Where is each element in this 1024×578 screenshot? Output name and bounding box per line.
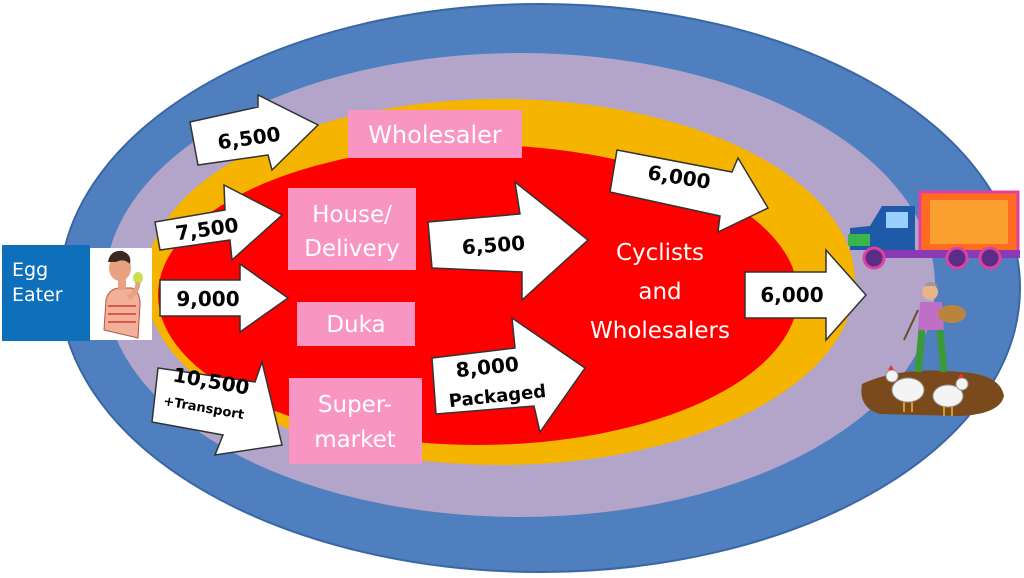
house-delivery-box: House/ Delivery bbox=[288, 188, 416, 270]
center-label: Cyclists and Wholesalers bbox=[590, 240, 730, 344]
egg-eater-label: Egg Eater bbox=[12, 259, 63, 306]
arrow-super-to-center: 8,000 Packaged bbox=[431, 316, 587, 434]
supermarket-line1: Super- bbox=[318, 392, 392, 418]
arrow-to-duka: 9,000 bbox=[159, 262, 290, 334]
center-line3: Wholesalers bbox=[590, 318, 730, 344]
center-line2: and bbox=[638, 279, 681, 305]
house-delivery-line1: House/ bbox=[312, 202, 392, 228]
supermarket-box: Super- market bbox=[289, 378, 422, 464]
arrow-center-to-farm-label: 6,000 bbox=[760, 283, 823, 307]
arrow-to-duka-label: 9,000 bbox=[176, 287, 239, 311]
center-line1: Cyclists bbox=[616, 240, 704, 266]
truck-icon bbox=[848, 190, 1020, 270]
house-delivery-line2: Delivery bbox=[304, 236, 399, 262]
farmer-chickens-icon bbox=[861, 282, 1004, 416]
arrow-house-to-center-label: 6,500 bbox=[461, 231, 526, 259]
arrow-to-wholesaler: 6,500 bbox=[189, 93, 320, 172]
supermarket-line2: market bbox=[314, 427, 396, 453]
arrow-wholesaler-to-truck: 6,000 bbox=[609, 149, 770, 234]
arrow-house-to-center: 6,500 bbox=[427, 180, 590, 302]
wholesaler-label: Wholesaler bbox=[368, 121, 502, 149]
arrow-center-to-farm: 6,000 bbox=[744, 248, 868, 342]
egg-eater-illustration bbox=[90, 248, 152, 340]
egg-eater-box: Egg Eater bbox=[2, 245, 90, 341]
duka-label: Duka bbox=[326, 312, 385, 338]
arrow-to-house: 7,500 bbox=[154, 183, 284, 262]
wholesaler-box: Wholesaler bbox=[348, 110, 522, 158]
duka-box: Duka bbox=[297, 302, 415, 346]
